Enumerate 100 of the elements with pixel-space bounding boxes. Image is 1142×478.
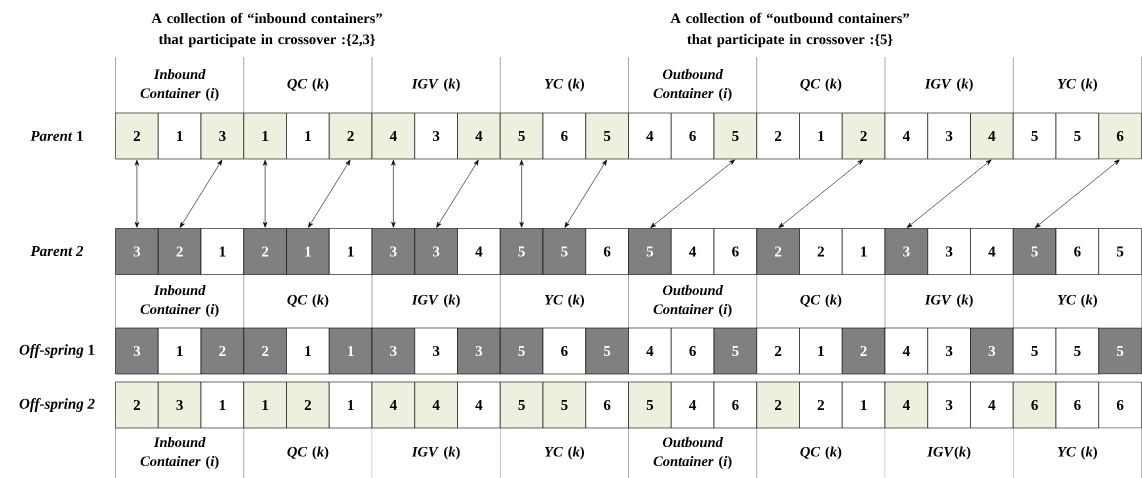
gene-cell: 4 bbox=[457, 381, 501, 429]
gene-cell: 1 bbox=[200, 228, 245, 275]
column-header: IGV (k) bbox=[924, 78, 973, 92]
gene-cell: 3 bbox=[200, 112, 245, 160]
gene-cell: 2 bbox=[841, 327, 886, 375]
column-header: YC (k) bbox=[1057, 78, 1097, 92]
gene-cell: 3 bbox=[414, 112, 458, 160]
gene-cell: 2 bbox=[799, 381, 843, 429]
double-arrow bbox=[436, 159, 479, 228]
double-arrow bbox=[778, 159, 864, 228]
gene-cell: 5 bbox=[1098, 228, 1142, 275]
gene-cell: 1 bbox=[157, 327, 202, 375]
gene-cell: 5 bbox=[499, 228, 544, 275]
gene-cell: 6 bbox=[670, 327, 715, 375]
gene-cell: 4 bbox=[628, 327, 672, 375]
gene-cell: 6 bbox=[1012, 381, 1057, 429]
gene-cell: 4 bbox=[884, 381, 929, 429]
gene-cell: 3 bbox=[371, 228, 416, 275]
double-arrow bbox=[564, 159, 607, 228]
column-header: YC (k) bbox=[544, 78, 584, 92]
gene-cell: 4 bbox=[670, 381, 715, 429]
gene-cell: 3 bbox=[157, 381, 202, 429]
column-header: IGV(k) bbox=[927, 446, 971, 460]
gene-cell: 6 bbox=[1055, 381, 1100, 429]
column-header: Inbound Container (i) bbox=[140, 68, 219, 102]
gene-cell: 6 bbox=[1098, 381, 1142, 429]
gene-cell: 5 bbox=[713, 327, 758, 375]
gene-cell: 2 bbox=[243, 327, 287, 375]
gene-cell: 6 bbox=[585, 228, 629, 275]
gene-cell: 4 bbox=[884, 327, 929, 375]
gene-cell: 3 bbox=[414, 327, 458, 375]
gene-cell: 2 bbox=[841, 112, 886, 160]
gene-cell: 1 bbox=[328, 327, 373, 375]
column-header: YC (k) bbox=[1057, 294, 1097, 308]
double-arrow bbox=[1035, 159, 1120, 228]
column-header: IGV (k) bbox=[411, 78, 460, 92]
gene-cell: 1 bbox=[243, 381, 287, 429]
gene-cell: 2 bbox=[756, 112, 800, 160]
gene-cell: 5 bbox=[1012, 327, 1057, 375]
gene-cell: 5 bbox=[628, 228, 672, 275]
gene-cell: 1 bbox=[286, 327, 330, 375]
gene-cell: 6 bbox=[1098, 112, 1142, 160]
column-header: Inbound Container (i) bbox=[140, 436, 219, 470]
gene-cell: 2 bbox=[756, 228, 800, 275]
gene-cell: 4 bbox=[457, 112, 501, 160]
column-header: Inbound Container (i) bbox=[140, 284, 219, 318]
gene-cell: 1 bbox=[841, 381, 886, 429]
gene-cell: 6 bbox=[542, 112, 587, 160]
gene-cell: 6 bbox=[713, 228, 758, 275]
gene-cell: 3 bbox=[457, 327, 501, 375]
gene-cell: 3 bbox=[927, 228, 971, 275]
column-header: IGV (k) bbox=[924, 294, 973, 308]
gene-cell: 5 bbox=[1012, 112, 1057, 160]
column-header: YC (k) bbox=[1057, 446, 1097, 460]
column-header: YC (k) bbox=[544, 446, 584, 460]
gene-cell: 6 bbox=[585, 381, 629, 429]
gene-cell: 2 bbox=[243, 228, 287, 275]
gene-cell: 5 bbox=[1055, 327, 1100, 375]
gene-cell: 2 bbox=[756, 381, 800, 429]
column-header: YC (k) bbox=[544, 294, 584, 308]
gene-cell: 3 bbox=[371, 327, 416, 375]
gene-cell: 2 bbox=[756, 327, 800, 375]
gene-cell: 5 bbox=[542, 228, 587, 275]
double-arrow bbox=[519, 159, 524, 228]
row-label: Parent 2 bbox=[30, 245, 84, 257]
gene-cell: 5 bbox=[499, 112, 544, 160]
gene-cell: 5 bbox=[585, 327, 629, 375]
gene-cell: 4 bbox=[884, 112, 929, 160]
gene-cell: 4 bbox=[628, 112, 672, 160]
column-header: Outbound Container (i) bbox=[653, 436, 732, 470]
gene-cell: 5 bbox=[499, 327, 544, 375]
double-arrow bbox=[391, 159, 396, 228]
column-header: QC (k) bbox=[800, 78, 842, 92]
column-header: QC (k) bbox=[287, 446, 329, 460]
column-header: QC (k) bbox=[287, 78, 329, 92]
gene-cell: 1 bbox=[157, 112, 202, 160]
row-label: Off-spring 2 bbox=[19, 398, 95, 412]
gene-cell: 2 bbox=[115, 112, 159, 160]
column-header: Outbound Container (i) bbox=[653, 284, 732, 318]
gene-cell: 6 bbox=[1055, 228, 1100, 275]
gene-cell: 5 bbox=[499, 381, 544, 429]
gene-cell: 1 bbox=[286, 228, 330, 275]
gene-cell: 6 bbox=[713, 381, 758, 429]
column-header: QC (k) bbox=[287, 294, 329, 308]
row-label: Off-spring 1 bbox=[19, 344, 95, 358]
gene-cell: 1 bbox=[328, 228, 373, 275]
double-arrow bbox=[308, 159, 351, 228]
double-arrow bbox=[906, 159, 992, 228]
gene-cell: 2 bbox=[115, 381, 159, 429]
column-header: IGV (k) bbox=[411, 294, 460, 308]
gene-cell: 4 bbox=[970, 112, 1014, 160]
gene-cell: 4 bbox=[457, 228, 501, 275]
gene-cell: 3 bbox=[414, 228, 458, 275]
double-arrow bbox=[134, 159, 140, 228]
gene-cell: 3 bbox=[884, 228, 929, 275]
gene-cell: 6 bbox=[542, 327, 587, 375]
gene-cell: 2 bbox=[286, 381, 330, 429]
gene-cell: 1 bbox=[286, 112, 330, 160]
annotation-text: A collection of “inbound containers” that participate in crossover :{2,3} bbox=[151, 12, 382, 48]
gene-cell: 5 bbox=[628, 381, 672, 429]
